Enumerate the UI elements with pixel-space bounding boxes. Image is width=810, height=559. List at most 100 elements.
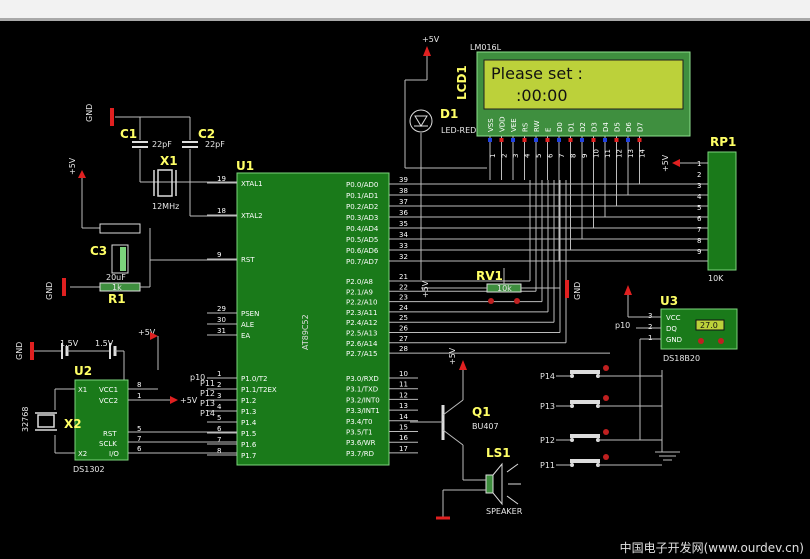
led-d1[interactable]: +5V D1 LED-RED	[404, 35, 487, 280]
rp1-pin-number: 1	[697, 160, 701, 168]
u2-pin-x1: X1	[78, 386, 87, 394]
schematic-canvas: LM016L LCD1 Please set : :00:00 VSS1VDD2…	[15, 35, 738, 520]
lcd-pin-label: RW	[533, 120, 541, 132]
mcu-left-pin-number: 4	[217, 403, 222, 411]
lcd-module[interactable]: LM016L LCD1 Please set : :00:00 VSS1VDD2…	[455, 43, 691, 180]
u2-net-p11: P11	[200, 379, 215, 388]
lcd-pin-number: 14	[639, 149, 647, 158]
rp1-pin-number: 2	[697, 171, 701, 179]
temp-sensor-u3[interactable]: U3 VCC DQ GND 27.0 DS18B20 3 2 1 p10	[615, 285, 738, 440]
mcu-right-pin-number: 36	[399, 209, 408, 217]
lcd-pin-number: 6	[547, 153, 555, 158]
rp1-pin-number: 8	[697, 237, 701, 245]
rtc-u2[interactable]: U2 X1 X2 VCC1 VCC2 RST SCLK I/O DS1302 8…	[21, 364, 237, 474]
u3-pinnum-2: 2	[648, 323, 652, 331]
u2-pin-x2: X2	[78, 450, 87, 458]
mcu-left-pin-name: P1.1/T2EX	[241, 386, 277, 394]
mcu-left-pin-number: 9	[217, 251, 221, 259]
lcd-pin-label: D6	[625, 122, 633, 132]
mcu-right-pin-name: P2.7/A15	[346, 350, 377, 358]
c1-value-label: 22pF	[152, 140, 172, 149]
u2-pinnum-6: 6	[137, 445, 142, 453]
speaker-ls1[interactable]: LS1 SPEAKER	[436, 446, 523, 520]
battery-pack[interactable]: GND 1.5V 1.5V +5V	[15, 328, 159, 380]
mcu-right-pin-number: 22	[399, 283, 408, 291]
lcd-pin-number: 9	[581, 154, 589, 158]
lcd-pin-label: D7	[637, 122, 645, 132]
potentiometer-rv1[interactable]: RV1 10k +5V GND	[421, 268, 582, 304]
u2-pin-rst: RST	[103, 430, 117, 438]
lcd-pin-label: D4	[602, 122, 610, 132]
mcu-right-pin-name: P3.3/INT1	[346, 407, 380, 415]
mcu-left-pin-number: 8	[217, 447, 221, 455]
mcu-part-label: AT89C52	[301, 314, 310, 350]
mcu-left-pin-number: 19	[217, 175, 226, 183]
c3-ref-label: C3	[90, 244, 107, 258]
lcd-pin-number: 5	[535, 154, 543, 158]
lcd-pin-number: 13	[627, 149, 635, 158]
rp1-pin-number: 3	[697, 182, 701, 190]
mcu-right-pin-name: P2.5/A13	[346, 330, 377, 338]
mcu-right-pin-name: P3.1/TXD	[346, 386, 378, 394]
mcu-left-pin-name: XTAL1	[241, 180, 263, 188]
mcu-left-pin-number: 3	[217, 392, 221, 400]
lcd-pin-group: VSS1VDD2VEE3RS4RW5E6D07D18D29D310D411D51…	[487, 116, 647, 180]
rp1-pin-number: 4	[697, 193, 702, 201]
u2-pin-io: I/O	[109, 450, 119, 458]
lcd-pin-label: RS	[522, 122, 530, 132]
rv1-value-label: 10k	[497, 284, 512, 293]
d1-ref-label: D1	[440, 107, 458, 121]
mcu-right-pin-name: P3.4/T0	[346, 418, 372, 426]
lcd-pin-number: 7	[558, 154, 566, 158]
mcu-ref-label: U1	[236, 159, 254, 173]
mcu-right-pin-number: 27	[399, 335, 408, 343]
rp1-pin-number: 6	[697, 215, 702, 223]
r1-value-label: 1k	[112, 283, 122, 292]
mcu-left-pin-number: 5	[217, 414, 221, 422]
mcu-right-pin-number: 25	[399, 314, 408, 322]
u2-ref-label: U2	[74, 364, 92, 378]
mcu-right-pin-name: P2.4/A12	[346, 319, 377, 327]
mcu-right-pin-number: 11	[399, 381, 408, 389]
mcu-right-pin-name: P3.2/INT0	[346, 396, 380, 404]
mcu-left-pin-number: 2	[217, 381, 221, 389]
u2-pinnum-5: 5	[137, 425, 141, 433]
lcd-pin-label: VDD	[499, 116, 507, 132]
mcu-right-pin-number: 32	[399, 253, 408, 261]
u2-net-p13: P13	[200, 399, 215, 408]
lcd-pin-number: 10	[593, 149, 601, 158]
lcd-pin-label: VSS	[487, 118, 495, 132]
u3-pinnum-1: 1	[648, 334, 652, 342]
window-title-bar	[0, 0, 810, 21]
lcd-pin-number: 11	[604, 149, 612, 158]
mcu-left-pin-name: P1.0/T2	[241, 375, 267, 383]
u3-pin-gnd: GND	[666, 336, 682, 344]
mcu-right-pin-name: P0.5/AD5	[346, 236, 378, 244]
mcu-left-pin-number: 6	[217, 425, 222, 433]
u2-net-p12: P12	[200, 389, 215, 398]
lcd-pin-label: VEE	[510, 118, 518, 132]
mcu-right-pins: 39P0.0/AD038P0.1/AD137P0.2/AD236P0.3/AD3…	[346, 176, 418, 458]
u3-pin-vcc: VCC	[666, 314, 681, 322]
lcd-pin-label: D0	[556, 122, 564, 132]
crystal-x1-group[interactable]: GND C1 22pF C2 22pF X1 12MHz	[85, 104, 237, 217]
lcd-ref-label: LCD1	[455, 65, 469, 100]
mcu-left-pin-name: P1.6	[241, 441, 257, 449]
c3-value-label: 20uF	[106, 273, 126, 282]
u2-pinnum-7: 7	[137, 435, 141, 443]
d1-value-label: LED-RED	[441, 126, 476, 135]
lcd-line-2: :00:00	[516, 86, 568, 105]
mcu-right-pin-name: P3.6/WR	[346, 439, 376, 447]
mcu-right-pin-name: P3.0/RXD	[346, 375, 379, 383]
u2-part-label: DS1302	[73, 465, 105, 474]
u3-pinnum-3: 3	[648, 312, 652, 320]
mcu-u1[interactable]: U1 AT89C52 19XTAL118XTAL29RST29PSEN30ALE…	[207, 159, 418, 466]
mcu-right-pin-number: 26	[399, 325, 408, 333]
transistor-q1[interactable]: +5V Q1 BU407	[410, 347, 499, 480]
button-net-label: P12	[540, 436, 555, 445]
reset-circuit[interactable]: +5V C3 20uF GND 1k R1	[45, 157, 237, 306]
x2-ref-label: X2	[64, 417, 82, 431]
